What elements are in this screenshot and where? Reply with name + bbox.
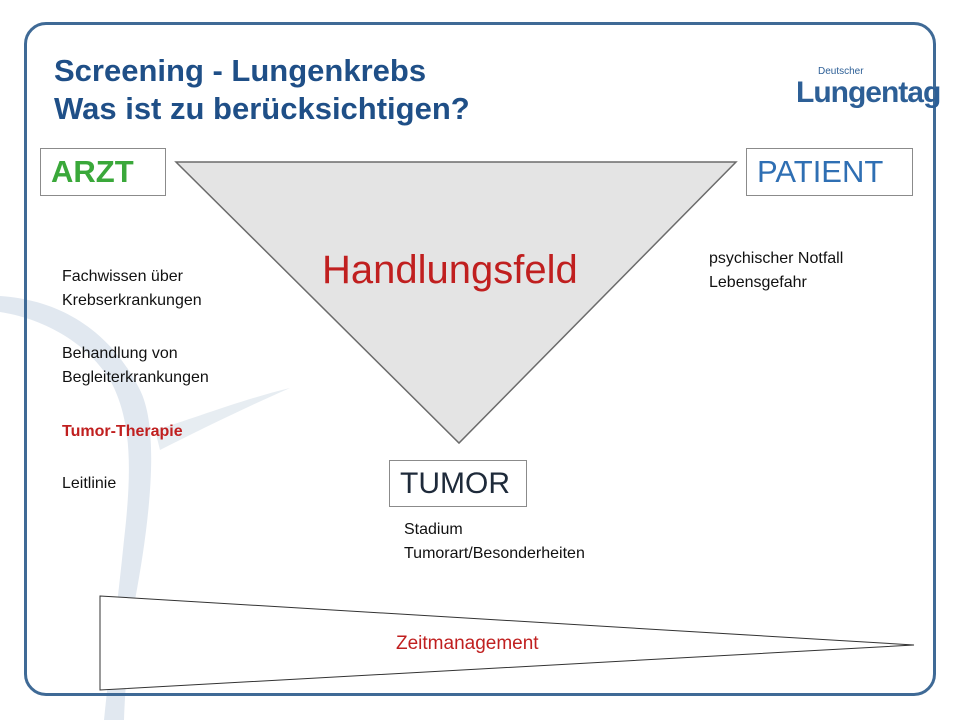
note-patient: psychischer Notfall Lebensgefahr	[709, 247, 843, 295]
note-fachwissen: Fachwissen über Krebserkrankungen	[62, 265, 202, 313]
arzt-box: ARZT	[40, 148, 166, 196]
note-fachwissen-line-1: Fachwissen über	[62, 268, 183, 285]
note-tumor-line-2: Tumorart/Besonderheiten	[404, 545, 585, 562]
logo-small-text: Deutscher	[818, 66, 864, 77]
tumor-box: TUMOR	[389, 460, 527, 507]
note-leitlinie: Leitlinie	[62, 475, 117, 492]
note-tumor-line-1: Stadium	[404, 521, 463, 538]
note-fachwissen-line-2: Krebserkrankungen	[62, 292, 202, 309]
note-tumor-therapie: Tumor-Therapie	[62, 423, 183, 440]
lungentag-logo: Deutscher Lungentag	[790, 62, 941, 124]
note-tumor: Stadium Tumorart/Besonderheiten	[404, 518, 585, 566]
note-patient-line-2: Lebensgefahr	[709, 274, 807, 291]
slide-title: Screening - Lungenkrebs Was ist zu berüc…	[54, 52, 470, 128]
zeitmanagement-label: Zeitmanagement	[396, 633, 539, 654]
handlungsfeld-label: Handlungsfeld	[322, 248, 578, 292]
zeitmanagement-wedge	[99, 595, 915, 691]
title-line-1: Screening - Lungenkrebs	[54, 53, 427, 88]
slide-frame	[24, 22, 936, 696]
logo-main-text: Lungentag	[796, 76, 941, 109]
note-patient-line-1: psychischer Notfall	[709, 250, 844, 267]
handlungsfeld-triangle	[174, 161, 738, 445]
patient-box: PATIENT	[746, 148, 913, 196]
note-behandlung-line-2: Begleiterkrankungen	[62, 369, 209, 386]
note-behandlung-line-1: Behandlung von	[62, 345, 178, 362]
title-line-2: Was ist zu berücksichtigen?	[54, 91, 470, 126]
note-behandlung: Behandlung von Begleiterkrankungen	[62, 342, 209, 390]
swoosh-arm	[155, 388, 290, 450]
